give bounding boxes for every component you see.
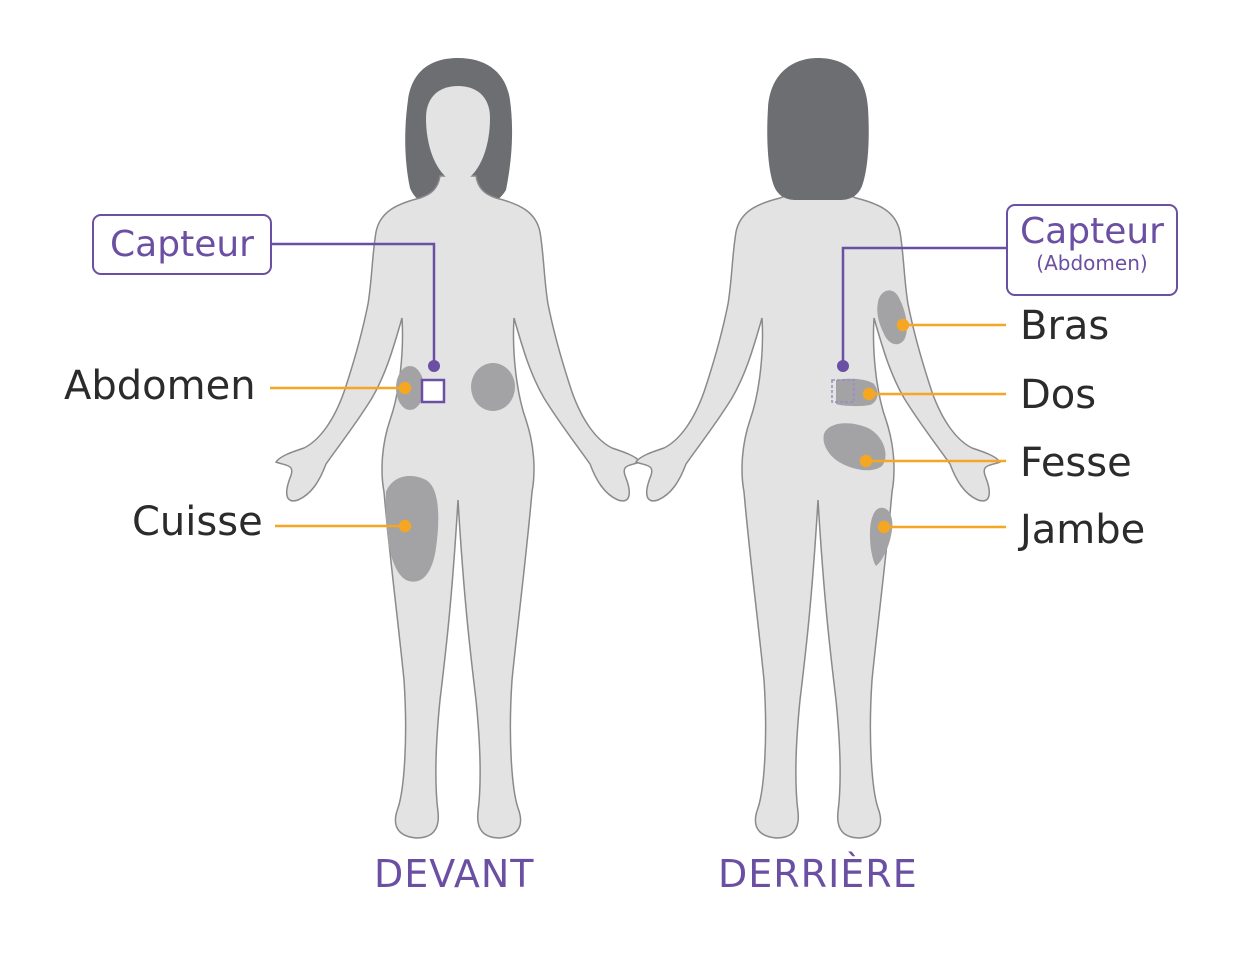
abdomen-leader-dot [400, 383, 410, 393]
back-sensor-subtitle: (Abdomen) [1008, 252, 1176, 274]
back-hair [767, 58, 869, 200]
label-abdomen: Abdomen [64, 366, 256, 406]
front-abdomen-right-zone [471, 363, 515, 411]
front-sensor-square [422, 380, 444, 402]
arm-leader-dot [898, 320, 908, 330]
front-sensor-dot [428, 360, 440, 372]
back-sensor-box: Capteur (Abdomen) [1006, 204, 1178, 296]
front-sensor-title: Capteur [94, 225, 270, 265]
view-back-title: DERRIÈRE [718, 852, 918, 896]
label-leg: Jambe [1020, 510, 1145, 550]
label-thigh: Cuisse [132, 502, 263, 542]
front-sensor-box: Capteur [92, 214, 272, 275]
back-sensor-title: Capteur [1008, 212, 1176, 252]
view-front-title: DEVANT [374, 852, 534, 896]
back-leader-dot [864, 389, 874, 399]
leg-leader-dot [879, 522, 889, 532]
back-leg-zone [870, 508, 892, 566]
front-body [276, 176, 640, 838]
label-buttock: Fesse [1020, 443, 1132, 483]
back-sensor-dot [837, 360, 849, 372]
back-figure [636, 58, 1000, 838]
thigh-leader-dot [400, 521, 410, 531]
label-back: Dos [1020, 375, 1096, 415]
label-arm: Bras [1020, 306, 1109, 346]
front-figure [276, 58, 640, 838]
buttock-leader-dot [861, 456, 871, 466]
back-body [636, 176, 1000, 838]
